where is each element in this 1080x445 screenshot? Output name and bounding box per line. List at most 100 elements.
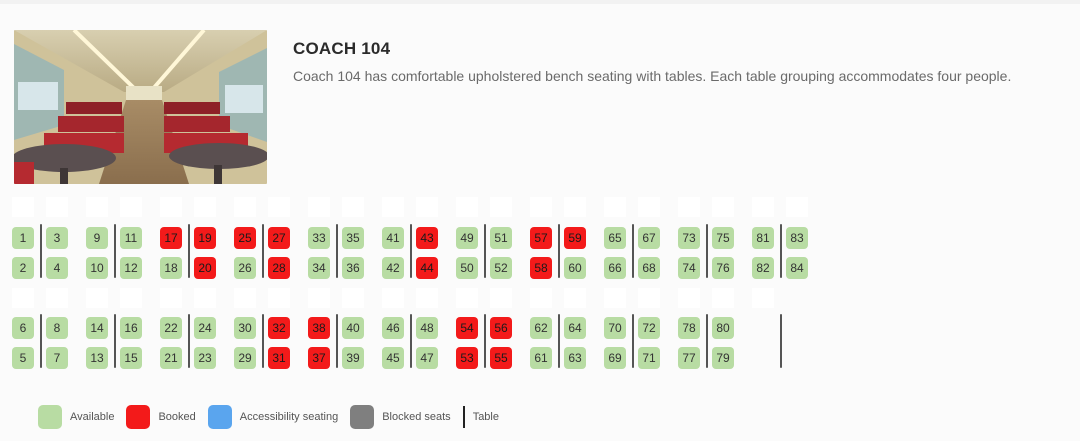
seat-9[interactable]: 9 [86,227,108,249]
seat-1[interactable]: 1 [12,227,34,249]
seat-placeholder [160,288,182,308]
seat-61[interactable]: 61 [530,347,552,369]
seat-35[interactable]: 35 [342,227,364,249]
seat-78[interactable]: 78 [678,317,700,339]
seat-38[interactable]: 38 [308,317,330,339]
seat-placeholder [120,288,142,308]
seat-34[interactable]: 34 [308,257,330,279]
seat-placeholder [46,197,68,217]
seat-31[interactable]: 31 [268,347,290,369]
seat-79[interactable]: 79 [712,347,734,369]
seat-25[interactable]: 25 [234,227,256,249]
seat-55[interactable]: 55 [490,347,512,369]
seat-28[interactable]: 28 [268,257,290,279]
seat-10[interactable]: 10 [86,257,108,279]
seat-43[interactable]: 43 [416,227,438,249]
seat-36[interactable]: 36 [342,257,364,279]
seat-39[interactable]: 39 [342,347,364,369]
seat-76[interactable]: 76 [712,257,734,279]
seat-3[interactable]: 3 [46,227,68,249]
seat-17[interactable]: 17 [160,227,182,249]
seat-27[interactable]: 27 [268,227,290,249]
seat-24[interactable]: 24 [194,317,216,339]
seat-62[interactable]: 62 [530,317,552,339]
seat-23[interactable]: 23 [194,347,216,369]
seat-81[interactable]: 81 [752,227,774,249]
seat-14[interactable]: 14 [86,317,108,339]
seat-19[interactable]: 19 [194,227,216,249]
seat-46[interactable]: 46 [382,317,404,339]
seat-65[interactable]: 65 [604,227,626,249]
seat-57[interactable]: 57 [530,227,552,249]
seat-32[interactable]: 32 [268,317,290,339]
seat-26[interactable]: 26 [234,257,256,279]
seat-70[interactable]: 70 [604,317,626,339]
seat-77[interactable]: 77 [678,347,700,369]
seat-83[interactable]: 83 [786,227,808,249]
seat-69[interactable]: 69 [604,347,626,369]
seat-84[interactable]: 84 [786,257,808,279]
table-divider [706,224,708,278]
seat-12[interactable]: 12 [120,257,142,279]
seat-placeholder [752,288,774,308]
seat-37[interactable]: 37 [308,347,330,369]
seat-67[interactable]: 67 [638,227,660,249]
seat-16[interactable]: 16 [120,317,142,339]
seat-4[interactable]: 4 [46,257,68,279]
seat-7[interactable]: 7 [46,347,68,369]
seat-48[interactable]: 48 [416,317,438,339]
seat-59[interactable]: 59 [564,227,586,249]
seat-60[interactable]: 60 [564,257,586,279]
seat-placeholder [530,197,552,217]
seat-15[interactable]: 15 [120,347,142,369]
seat-33[interactable]: 33 [308,227,330,249]
seat-74[interactable]: 74 [678,257,700,279]
table-divider [558,224,560,278]
seat-6[interactable]: 6 [12,317,34,339]
seat-placeholder [234,197,256,217]
seat-20[interactable]: 20 [194,257,216,279]
seat-22[interactable]: 22 [160,317,182,339]
seat-58[interactable]: 58 [530,257,552,279]
seat-71[interactable]: 71 [638,347,660,369]
legend-label-accessibility: Accessibility seating [239,411,339,423]
seat-49[interactable]: 49 [456,227,478,249]
seat-80[interactable]: 80 [712,317,734,339]
seat-68[interactable]: 68 [638,257,660,279]
seat-63[interactable]: 63 [564,347,586,369]
seat-45[interactable]: 45 [382,347,404,369]
table-divider [780,224,782,278]
seat-21[interactable]: 21 [160,347,182,369]
seat-54[interactable]: 54 [456,317,478,339]
seat-73[interactable]: 73 [678,227,700,249]
seat-40[interactable]: 40 [342,317,364,339]
seat-44[interactable]: 44 [416,257,438,279]
seat-75[interactable]: 75 [712,227,734,249]
seat-29[interactable]: 29 [234,347,256,369]
seat-66[interactable]: 66 [604,257,626,279]
seat-56[interactable]: 56 [490,317,512,339]
seat-placeholder [530,288,552,308]
seat-placeholder [786,197,808,217]
seat-52[interactable]: 52 [490,257,512,279]
seat-64[interactable]: 64 [564,317,586,339]
seat-11[interactable]: 11 [120,227,142,249]
seat-47[interactable]: 47 [416,347,438,369]
seat-30[interactable]: 30 [234,317,256,339]
seat-50[interactable]: 50 [456,257,478,279]
seat-placeholder [194,197,216,217]
seat-51[interactable]: 51 [490,227,512,249]
table-divider [262,314,264,368]
seat-5[interactable]: 5 [12,347,34,369]
seat-72[interactable]: 72 [638,317,660,339]
seat-2[interactable]: 2 [12,257,34,279]
seat-13[interactable]: 13 [86,347,108,369]
seat-placeholder [604,288,626,308]
seat-82[interactable]: 82 [752,257,774,279]
seat-42[interactable]: 42 [382,257,404,279]
seat-53[interactable]: 53 [456,347,478,369]
seat-18[interactable]: 18 [160,257,182,279]
seat-41[interactable]: 41 [382,227,404,249]
seat-8[interactable]: 8 [46,317,68,339]
